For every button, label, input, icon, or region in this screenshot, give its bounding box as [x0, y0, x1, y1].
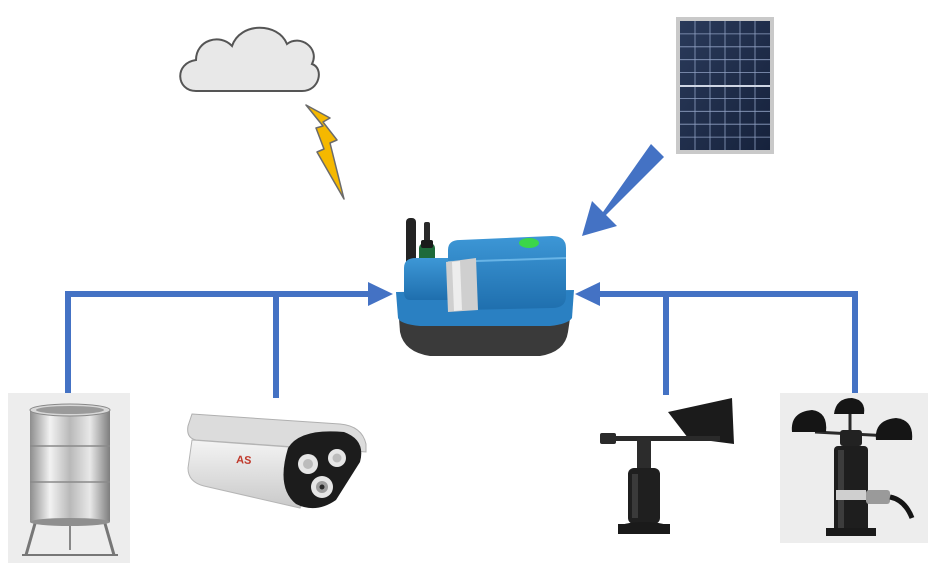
arrowhead-left-bus — [368, 282, 393, 306]
lightning-bolt-icon — [305, 104, 345, 200]
solar-panel-icon — [676, 17, 774, 154]
connectors — [65, 291, 858, 398]
surveillance-camera-icon: AS — [187, 413, 367, 509]
cloud-icon — [179, 26, 320, 92]
arrowhead-right-bus — [575, 282, 600, 306]
wind-vane-icon — [600, 398, 734, 534]
data-logger-icon — [396, 218, 574, 356]
connector-anemometer — [595, 291, 858, 395]
connector-rain-gauge — [65, 291, 373, 398]
rain-gauge-icon — [8, 393, 130, 563]
anemometer-icon — [780, 393, 928, 543]
camera-logo: AS — [236, 454, 252, 467]
arrow-solar-to-logger — [582, 144, 664, 236]
